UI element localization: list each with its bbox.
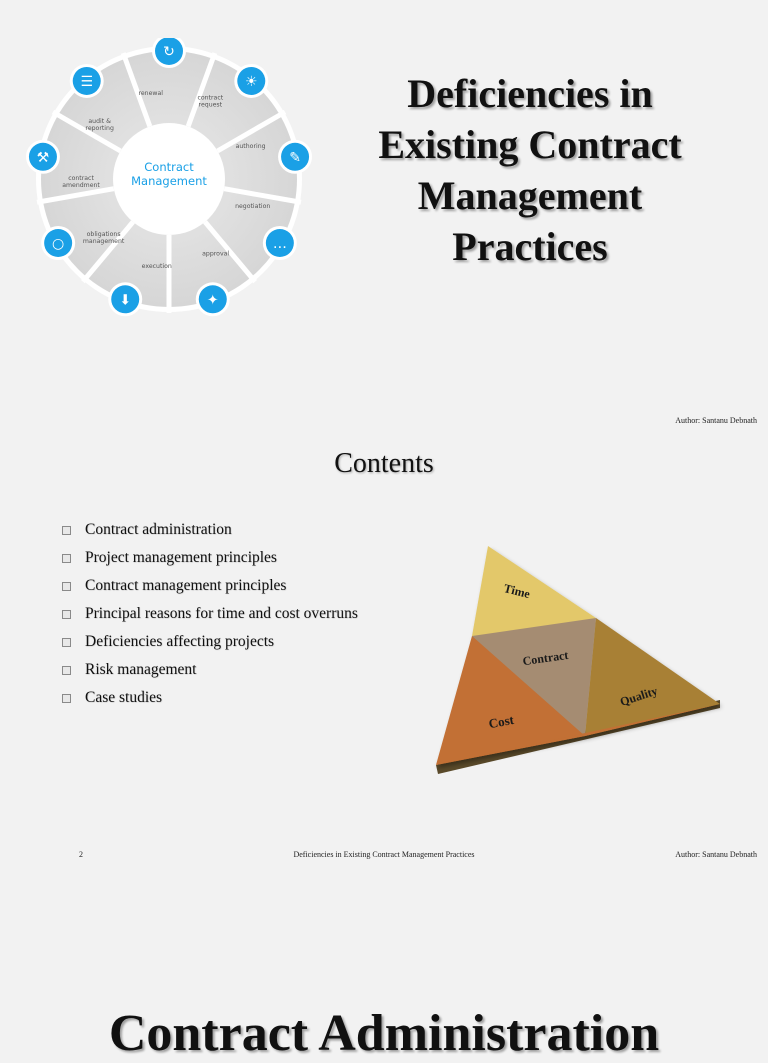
- wheel-segment-label: negotiation: [235, 203, 270, 210]
- wheel-segment-label: audit &: [88, 118, 111, 125]
- wheel-segment-label: management: [83, 238, 125, 245]
- checklist-icon: ☰: [69, 63, 104, 98]
- bullet-square-icon: [62, 525, 71, 535]
- svg-text:○: ○: [52, 236, 64, 252]
- cost-segment: [436, 636, 585, 765]
- wheel-segment-label: contract: [197, 94, 223, 101]
- wheel-segment-label: authoring: [236, 143, 266, 150]
- wheel-center: [113, 123, 225, 235]
- bullet-square-icon: [62, 609, 71, 619]
- svg-text:☰: ☰: [80, 74, 93, 90]
- contents-title: Contents: [334, 448, 434, 479]
- wheel-segment-label: obligations: [87, 231, 121, 238]
- slide-1-title: Deficiencies in Existing Contract Manage…: [330, 68, 730, 272]
- triangle-label-contract: Contract: [522, 648, 569, 668]
- wheel-segment-label: renewal: [138, 90, 163, 97]
- list-item-label: Project management principles: [85, 549, 277, 566]
- quality-segment: [585, 618, 720, 736]
- download-icon: ⬇: [108, 282, 143, 317]
- list-item-label: Case studies: [85, 689, 163, 706]
- bullet-square-icon: [62, 581, 71, 591]
- slide-footer-title: Deficiencies in Existing Contract Manage…: [293, 850, 475, 859]
- wheel-divider: [80, 220, 135, 284]
- contract-management-wheel: Contract Management contractrequestautho…: [25, 38, 313, 317]
- svg-text:✎: ✎: [289, 150, 301, 166]
- svg-text:⚒: ⚒: [37, 150, 50, 166]
- wheel-divider: [51, 109, 122, 154]
- list-item-label: Risk management: [85, 661, 197, 678]
- slide-1-author: Author: Santanu Debnath: [675, 416, 757, 425]
- list-item-label: Contract administration: [85, 521, 232, 538]
- pen-icon: ✎: [278, 139, 313, 174]
- list-item-label: Contract management principles: [85, 577, 287, 594]
- wheel-divider: [185, 52, 218, 128]
- bullet-square-icon: [62, 665, 71, 675]
- triangle-label-cost: Cost: [487, 712, 515, 731]
- list-item: Contract administration: [62, 516, 358, 544]
- time-cost-quality-triangle: Time Contract Cost Quality: [436, 546, 720, 774]
- triangle-label-time: Time: [502, 581, 532, 601]
- slide-3-title: Contract Administration: [108, 1005, 660, 1062]
- title-line: Deficiencies in: [407, 71, 653, 116]
- cost-segment-lower: [436, 704, 720, 765]
- title-line: Existing Contract: [378, 122, 682, 167]
- bullet-square-icon: [62, 693, 71, 703]
- wheel-segment-label: contract: [68, 175, 94, 182]
- svg-text:⬇: ⬇: [119, 292, 131, 308]
- list-item: Project management principles: [62, 544, 358, 572]
- handshake-icon: ✦: [195, 282, 230, 317]
- magnifier-icon: ○: [41, 226, 76, 260]
- title-line: Management: [417, 173, 643, 218]
- wheel-segment-label: execution: [142, 263, 172, 270]
- wheel-divider: [216, 109, 287, 154]
- wheel-segment-label: approval: [202, 251, 229, 258]
- svg-text:…: …: [273, 236, 287, 252]
- slide-number: 2: [79, 850, 83, 859]
- wheel-center-line2: Management: [131, 174, 207, 188]
- list-item-label: Principal reasons for time and cost over…: [85, 605, 358, 622]
- wheel-divider: [36, 186, 115, 205]
- wheel-center-line1: Contract: [144, 160, 194, 174]
- wheel-divider: [120, 52, 153, 128]
- list-item: Deficiencies affecting projects: [62, 628, 358, 656]
- wheel-segment-label: reporting: [85, 125, 114, 132]
- list-item: Principal reasons for time and cost over…: [62, 600, 358, 628]
- bullet-square-icon: [62, 553, 71, 563]
- list-item: Contract management principles: [62, 572, 358, 600]
- slide-2: Contents Contract administration Project…: [0, 432, 768, 864]
- contract-segment: [472, 618, 596, 736]
- svg-text:☀: ☀: [245, 74, 258, 90]
- wheel-segment-label: request: [199, 101, 223, 108]
- slide-3: Contract Administration: [0, 864, 768, 1062]
- lightbulb-icon: ☀: [234, 63, 269, 98]
- refresh-icon: ↻: [152, 38, 186, 68]
- chat-icon: …: [262, 226, 297, 260]
- wheel-divider: [223, 186, 302, 205]
- wrench-icon: ⚒: [25, 139, 60, 174]
- slide-2-author: Author: Santanu Debnath: [675, 850, 757, 859]
- list-item: Case studies: [62, 684, 358, 712]
- wheel-segment-label: amendment: [62, 182, 100, 189]
- title-line: Practices: [452, 224, 608, 269]
- list-item-label: Deficiencies affecting projects: [85, 633, 275, 650]
- contents-list: Contract administration Project manageme…: [62, 516, 358, 712]
- list-item: Risk management: [62, 656, 358, 684]
- wheel-divider: [203, 220, 258, 284]
- svg-text:↻: ↻: [163, 44, 175, 60]
- bullet-square-icon: [62, 637, 71, 647]
- svg-text:✦: ✦: [207, 292, 219, 308]
